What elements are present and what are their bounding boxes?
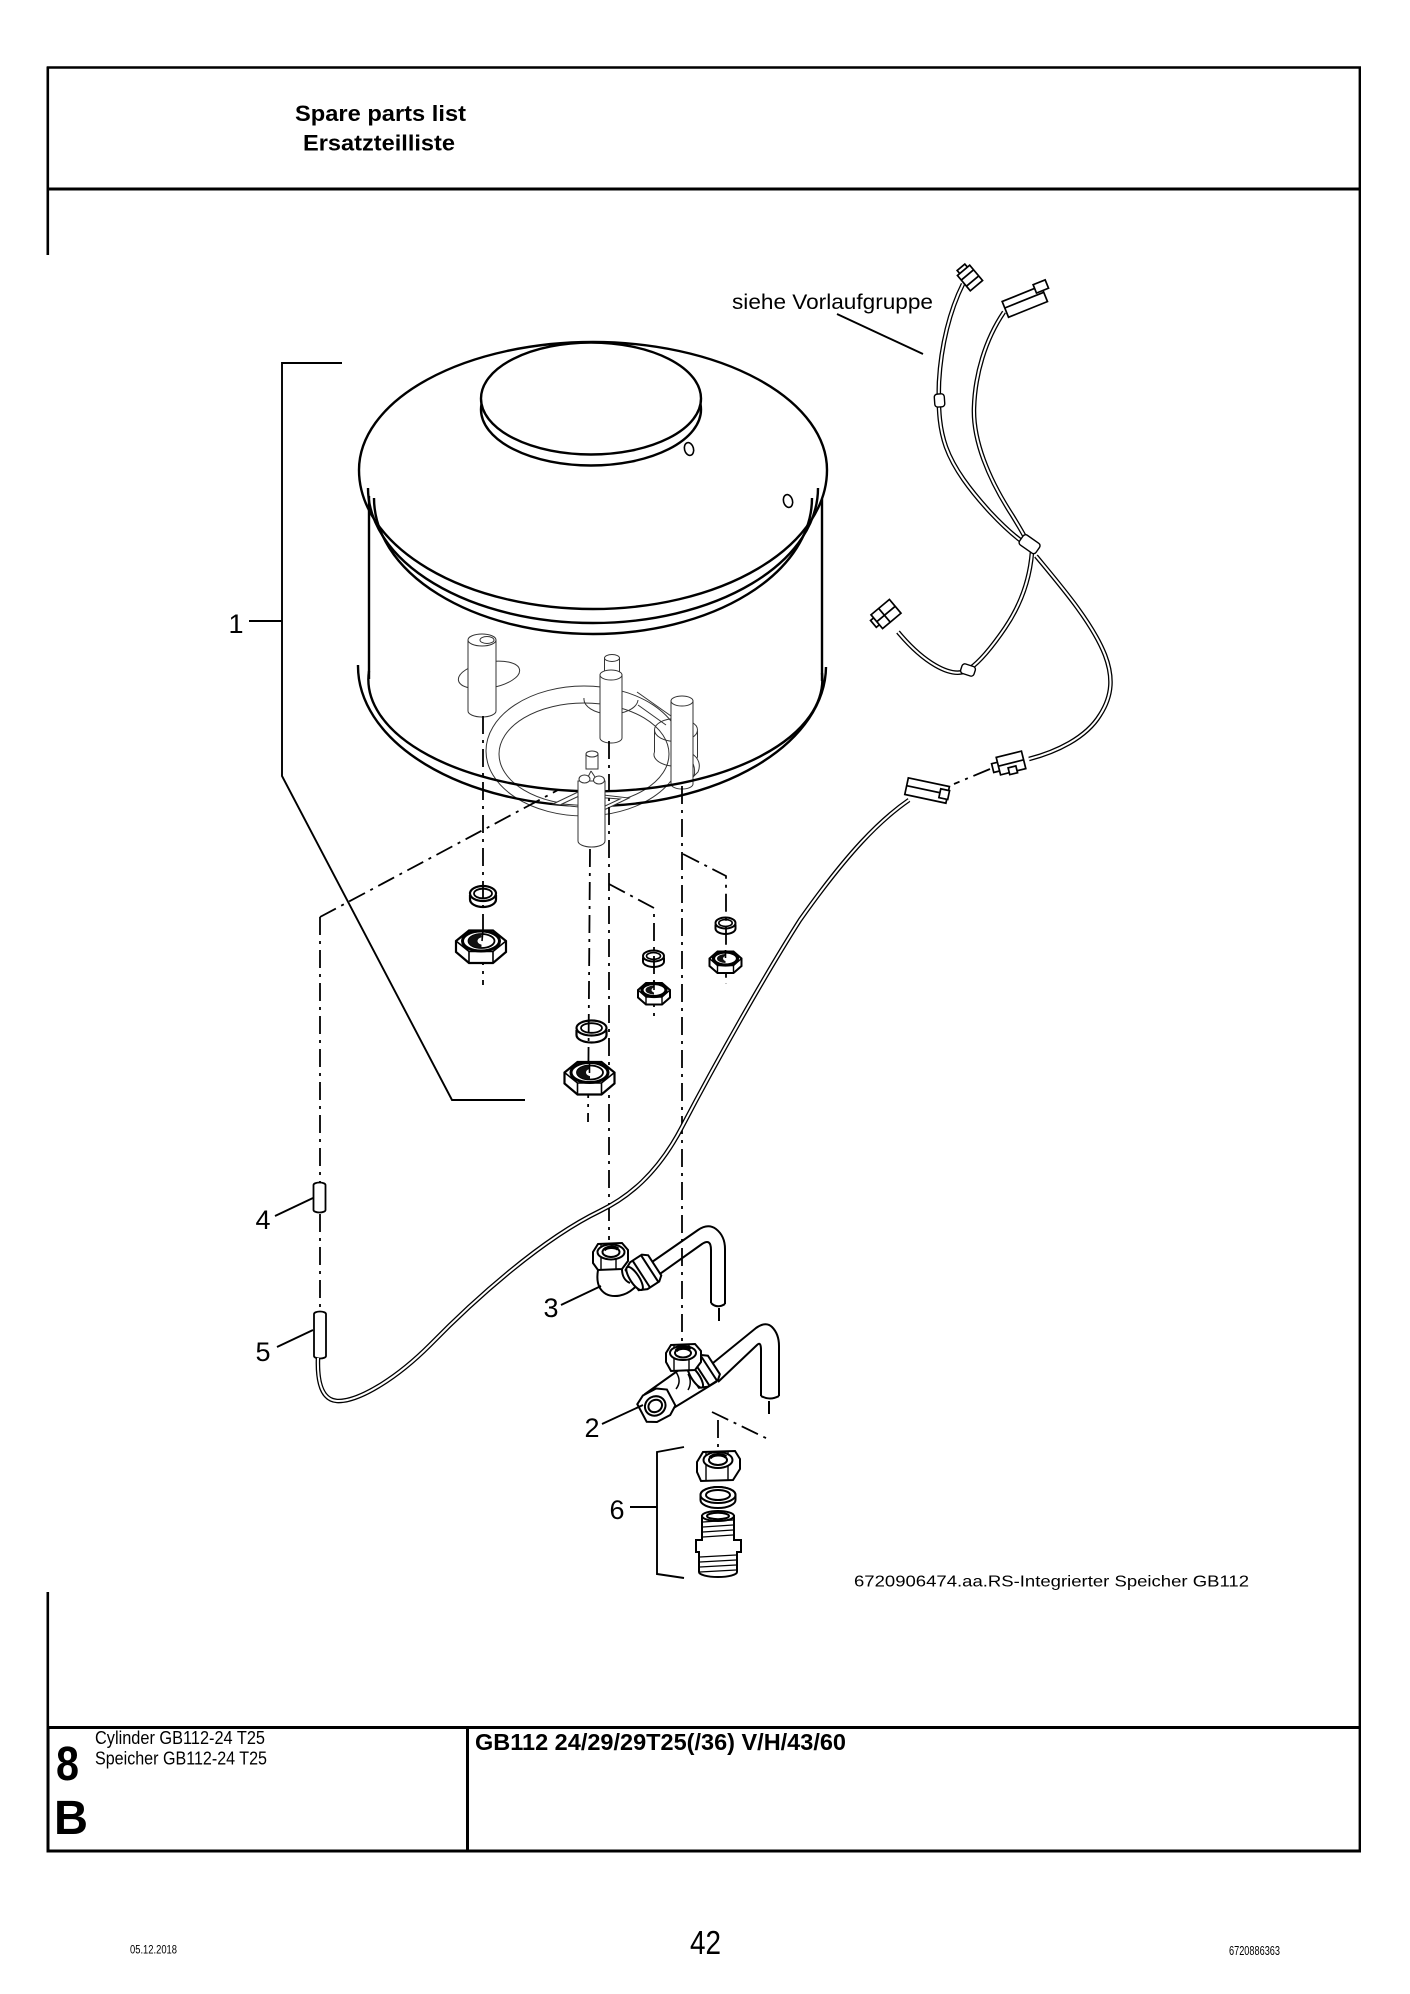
svg-text:2: 2: [584, 1413, 599, 1443]
svg-text:Spare parts list: Spare parts list: [295, 101, 467, 126]
svg-text:8: 8: [56, 1738, 79, 1791]
svg-text:Speicher GB112-24 T25: Speicher GB112-24 T25: [95, 1748, 267, 1769]
svg-text:05.12.2018: 05.12.2018: [130, 1945, 177, 1957]
svg-text:Ersatzteilliste: Ersatzteilliste: [303, 131, 455, 156]
svg-text:Cylinder GB112-24 T25: Cylinder GB112-24 T25: [95, 1727, 265, 1748]
svg-text:42: 42: [690, 1924, 721, 1961]
svg-text:B: B: [54, 1792, 88, 1845]
svg-text:3: 3: [543, 1293, 558, 1323]
svg-text:GB112 24/29/29T25(/36) V/H/43/: GB112 24/29/29T25(/36) V/H/43/60: [475, 1729, 846, 1755]
svg-text:1: 1: [228, 609, 243, 639]
svg-text:6: 6: [609, 1495, 624, 1525]
svg-text:4: 4: [255, 1205, 270, 1235]
svg-text:6720906474.aa.RS-Integrierter: 6720906474.aa.RS-Integrierter Speicher G…: [854, 1574, 1249, 1591]
svg-text:5: 5: [255, 1337, 270, 1367]
svg-text:siehe Vorlaufgruppe: siehe Vorlaufgruppe: [732, 290, 933, 314]
svg-text:6720886363: 6720886363: [1229, 1943, 1280, 1958]
